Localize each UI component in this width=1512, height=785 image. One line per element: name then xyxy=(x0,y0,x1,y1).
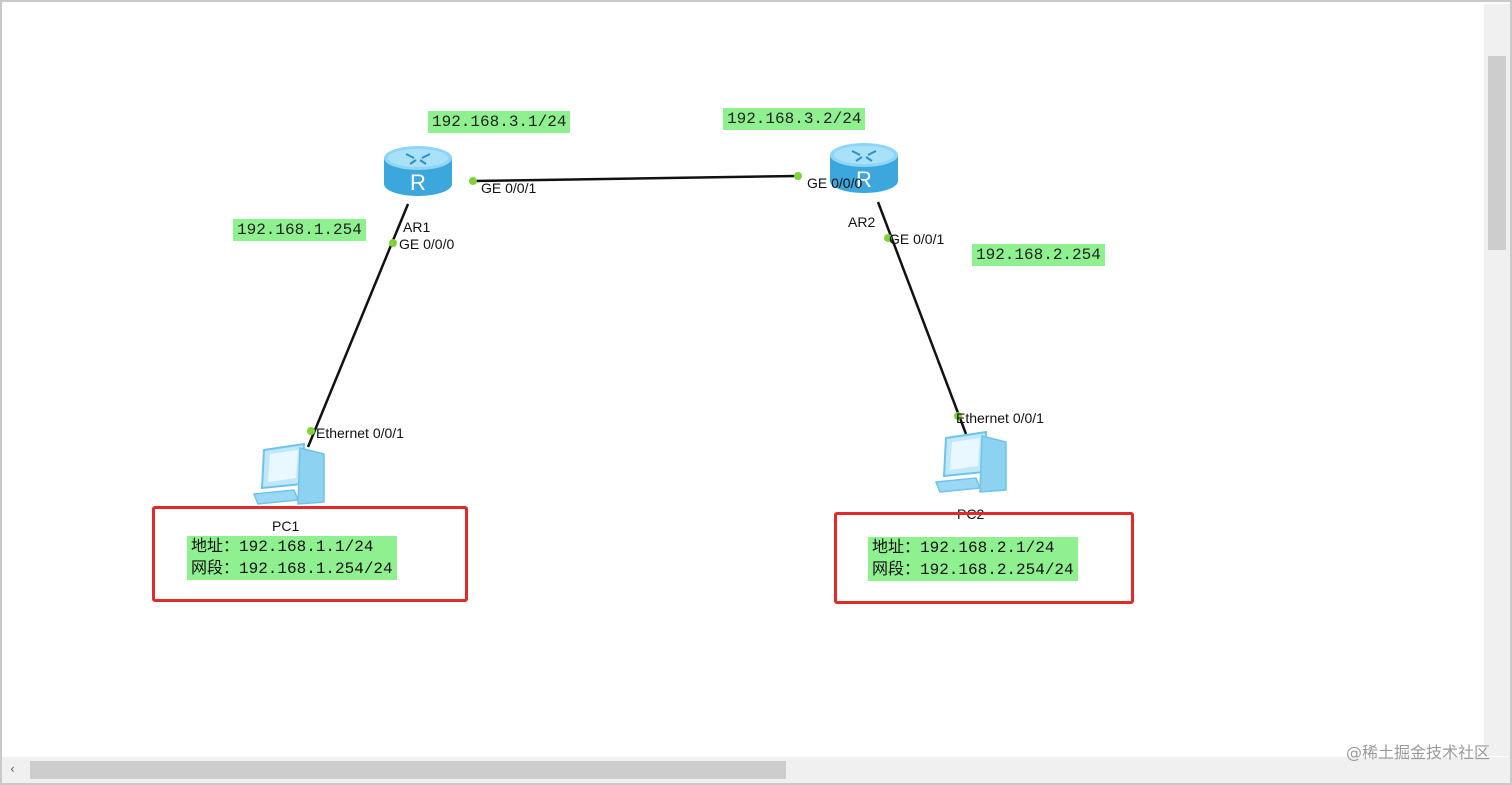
link-ar1-ar2 xyxy=(472,174,799,183)
link-ar2-pc2 xyxy=(876,201,968,435)
ip-label-ar1-ge001[interactable]: 192.168.3.1/24 xyxy=(428,111,571,133)
pc1-note-text: 地址：192.168.1.1/24 网段：192.168.1.254/24 xyxy=(187,536,397,580)
port-label-pc2-eth: Ethernet 0/0/1 xyxy=(956,410,1044,426)
port-label-pc1-eth: Ethernet 0/0/1 xyxy=(316,425,404,441)
vertical-scrollbar-thumb[interactable] xyxy=(1488,56,1506,250)
port-dot-pc1-eth xyxy=(307,427,315,435)
svg-text:R: R xyxy=(856,167,872,192)
port-label-ar1-ge001: GE 0/0/1 xyxy=(481,180,537,196)
port-dot-ar1-ge001 xyxy=(469,177,477,185)
topology-links: R R xyxy=(252,143,1007,505)
pc2-note-box[interactable] xyxy=(834,512,1134,604)
device-name-ar2[interactable]: AR2 xyxy=(848,214,876,230)
topology-canvas[interactable]: R R 192.168.3.1/24 192.168.3.2/24 192.16… xyxy=(10,4,1480,756)
pc2-note-text: 地址：192.168.2.1/24 网段：192.168.2.254/24 xyxy=(868,537,1078,581)
device-name-ar1[interactable]: AR1 xyxy=(403,219,431,235)
port-label-ar2-ge001: GE 0/0/1 xyxy=(889,231,945,247)
port-dot-pc2-eth xyxy=(954,412,962,420)
ip-label-ar2-ge001[interactable]: 192.168.2.254 xyxy=(972,244,1105,266)
computer-icon xyxy=(934,430,1007,493)
port-dot-ar1-ge000 xyxy=(389,239,397,247)
vertical-scrollbar[interactable] xyxy=(1484,4,1510,756)
svg-text:R: R xyxy=(410,170,426,195)
pc1-address-text: 地址：192.168.1.1/24 xyxy=(191,538,374,556)
computer-icon xyxy=(252,442,325,505)
pc2-gateway-text: 网段：192.168.2.254/24 xyxy=(872,561,1074,579)
ip-label-ar1-ge000[interactable]: 192.168.1.254 xyxy=(233,219,366,241)
horizontal-scrollbar-thumb[interactable] xyxy=(30,761,786,779)
router-icon: R xyxy=(384,146,452,196)
pc1-note-box[interactable] xyxy=(152,506,468,602)
router-icon: R xyxy=(830,143,898,193)
ip-label-ar2-ge000[interactable]: 192.168.3.2/24 xyxy=(723,108,866,130)
watermark: @稀土掘金技术社区 xyxy=(1345,743,1490,762)
port-dot-ar2-ge001 xyxy=(884,234,892,242)
device-name-pc1[interactable]: PC1 xyxy=(272,518,300,534)
scroll-left-arrow-icon[interactable]: ‹ xyxy=(10,762,15,776)
horizontal-scrollbar[interactable]: ‹ xyxy=(2,757,1484,783)
port-label-ar1-ge000: GE 0/0/0 xyxy=(399,236,455,252)
pc1-gateway-text: 网段：192.168.1.254/24 xyxy=(191,560,393,578)
port-label-ar2-ge000: GE 0/0/0 xyxy=(807,175,863,191)
scrollbar-corner xyxy=(1484,757,1510,783)
port-dot-ar2-ge000 xyxy=(794,172,802,180)
pc2-address-text: 地址：192.168.2.1/24 xyxy=(872,539,1055,557)
